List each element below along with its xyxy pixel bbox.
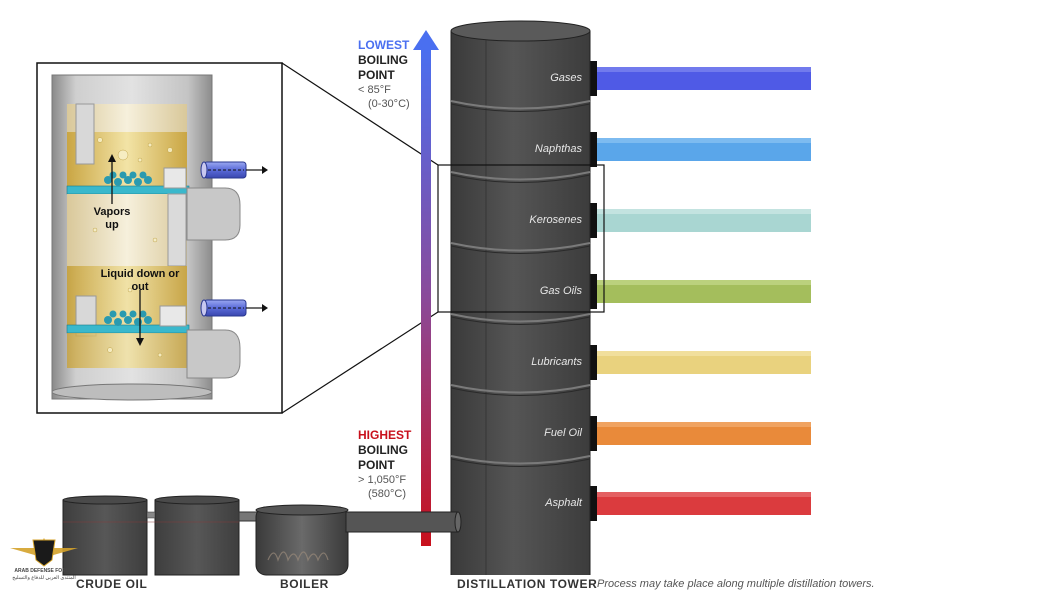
boiler [238, 504, 462, 576]
lowest-title: LOWEST [358, 38, 410, 52]
product-label-lubricants: Lubricants [531, 356, 582, 368]
logo-subtitle: المنتدى العربي للدفاع والتسليح [12, 575, 76, 581]
crude-oil-caption: CRUDE OIL [76, 577, 148, 591]
product-label-gas-oils: Gas Oils [539, 285, 582, 297]
product-pipes [589, 61, 811, 521]
lowest-celsius: (0-30°C) [368, 98, 410, 110]
tray-detail-inset [36, 62, 283, 414]
boiling-point-arrow [413, 30, 439, 546]
distillation-tower [437, 20, 605, 575]
product-label-gases: Gases [550, 72, 582, 84]
crude-oil-tanks [62, 495, 240, 576]
lowest-boiling-point-label: LOWEST BOILING POINT < 85°F (0-30°C) [358, 38, 410, 111]
pipe-gases [596, 67, 811, 90]
logo-name: ARAB DEFENSE FORUM [14, 568, 74, 574]
highest-title: HIGHEST [358, 428, 412, 442]
process-note: Process may take place along multiple di… [597, 578, 875, 590]
liquid-down-label: Liquid down or out [100, 268, 180, 293]
distillation-tower-caption: DISTILLATION TOWER [457, 577, 598, 591]
pipe-kerosenes [596, 209, 811, 232]
highest-label-2: POINT [358, 458, 395, 472]
lowest-fahrenheit: < 85°F [358, 84, 391, 96]
product-label-asphalt: Asphalt [545, 497, 582, 509]
pipe-asphalt [596, 492, 811, 515]
arab-defense-forum-logo [10, 538, 78, 567]
highest-boiling-point-label: HIGHEST BOILING POINT > 1,050°F (580°C) [358, 428, 411, 501]
lowest-label-2: POINT [358, 68, 395, 82]
product-label-naphthas: Naphthas [534, 143, 582, 155]
product-label-fuel-oil: Fuel Oil [544, 427, 582, 439]
pipe-fuel-oil [596, 422, 811, 445]
pipe-gas-oils [596, 280, 811, 303]
vapors-up-label: Vapors up [93, 206, 131, 231]
highest-label: BOILING [358, 443, 408, 457]
pipe-naphthas [596, 138, 811, 161]
pipe-lubricants [596, 351, 811, 374]
product-label-kerosenes: Kerosenes [529, 214, 582, 226]
lowest-label: BOILING [358, 53, 408, 67]
highest-fahrenheit: > 1,050°F [358, 474, 407, 486]
zoom-connector [281, 62, 439, 414]
boiler-caption: BOILER [280, 577, 329, 591]
highest-celsius: (580°C) [368, 488, 407, 500]
zoom-region-box [437, 164, 605, 313]
